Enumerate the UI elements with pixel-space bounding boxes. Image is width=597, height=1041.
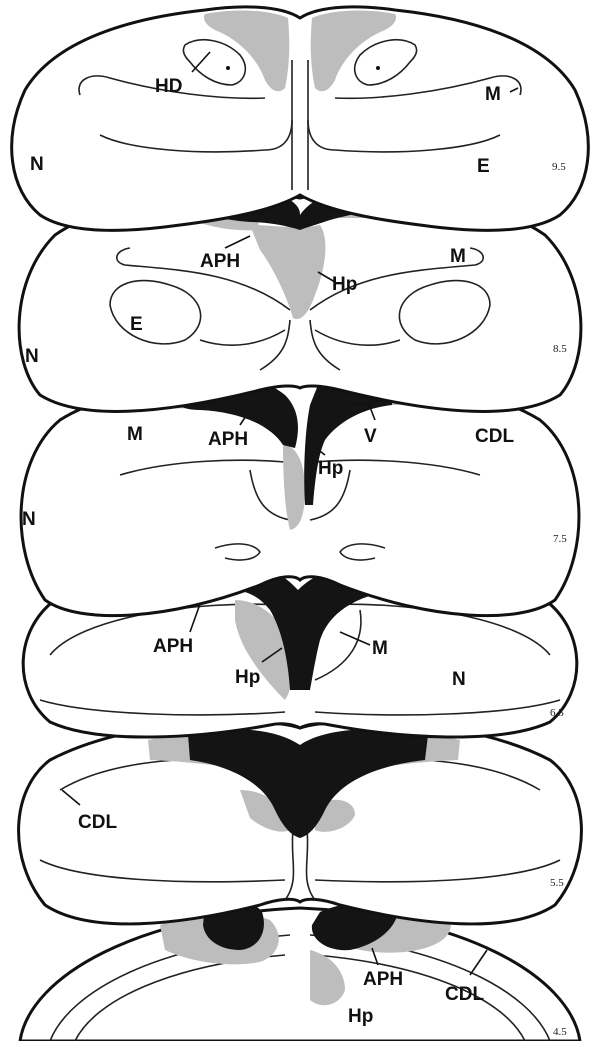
label-cdl: CDL [78, 812, 117, 833]
label-m: M [485, 84, 501, 105]
section-4-5-outline [20, 908, 580, 1041]
label-hd: HD [155, 76, 182, 97]
section-level-number: 6.5 [550, 707, 564, 719]
label-n: N [452, 669, 466, 690]
section-5-5: CDL 5.5 [19, 721, 582, 924]
label-v: V [364, 426, 377, 447]
section-level-number: 7.5 [553, 533, 567, 545]
label-m: M [127, 424, 143, 445]
label-n: N [22, 509, 36, 530]
label-hp: Hp [318, 458, 343, 479]
section-9-5-dot-right [376, 66, 380, 70]
label-e: E [130, 314, 143, 335]
label-cdl: CDL [475, 426, 514, 447]
label-hp: Hp [348, 1006, 373, 1027]
label-aph: APH [208, 429, 248, 450]
label-n: N [25, 346, 39, 367]
label-m: M [372, 638, 388, 659]
label-cdl: CDL [445, 984, 484, 1005]
label-e: E [477, 156, 490, 177]
label-n: N [30, 154, 44, 175]
label-hp: Hp [332, 274, 357, 295]
label-hp: Hp [235, 667, 260, 688]
section-level-number: 8.5 [553, 343, 567, 355]
section-9-5-dot-left [226, 66, 230, 70]
section-level-number: 5.5 [550, 877, 564, 889]
section-level-number: 4.5 [553, 1026, 567, 1038]
section-level-number: 9.5 [552, 161, 566, 173]
label-aph: APH [363, 969, 403, 990]
label-aph: APH [200, 251, 240, 272]
label-aph: APH [153, 636, 193, 657]
label-m: M [450, 246, 466, 267]
